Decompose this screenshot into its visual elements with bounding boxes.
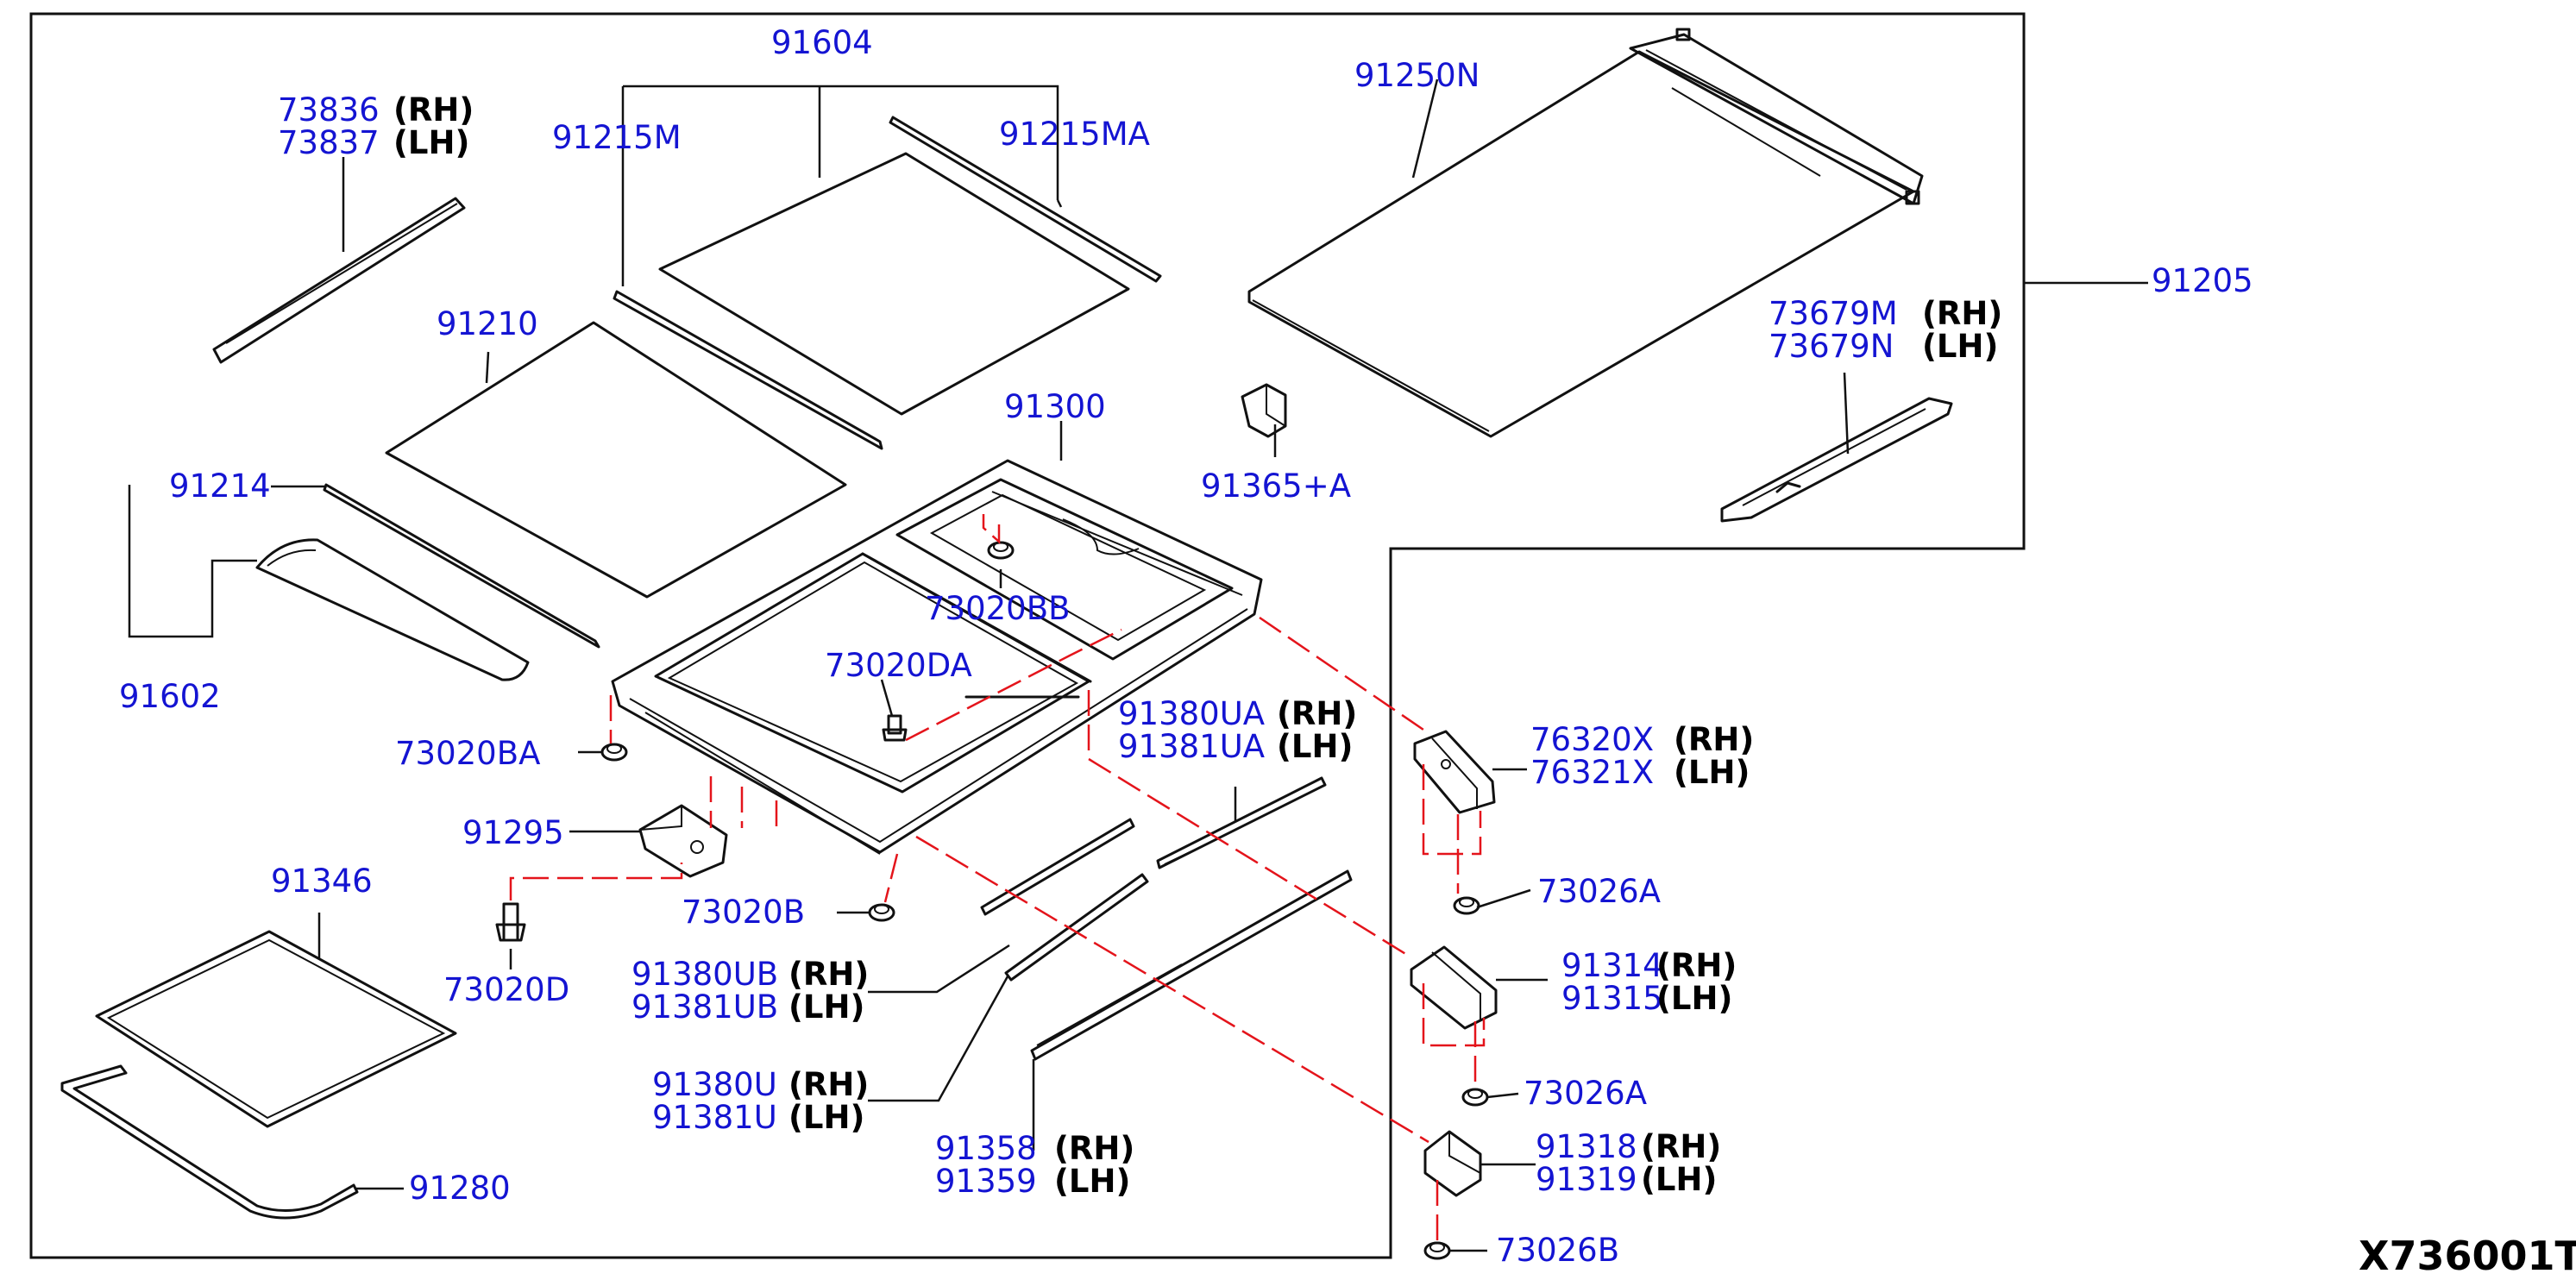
label-91215ma: 91215MA: [999, 116, 1150, 153]
bolt-73020da: [882, 714, 908, 742]
diagram-frame: [29, 12, 2026, 1259]
label-76321x-side: (LH): [1674, 754, 1750, 791]
label-73026a-upper: 73026A: [1537, 873, 1661, 910]
deflector-91602: [255, 538, 530, 681]
label-91380ub-side: (RH): [789, 956, 869, 993]
label-73679n: 73679N: [1769, 328, 1894, 365]
label-91346: 91346: [271, 863, 373, 900]
label-91359-side: (LH): [1054, 1163, 1130, 1200]
nut-73020bb: [987, 541, 1015, 560]
label-73026b: 73026B: [1496, 1232, 1619, 1269]
seal-91380u-91381u: [1004, 873, 1149, 982]
assembly-guides: [509, 514, 1486, 1240]
label-73020ba: 73020BA: [395, 735, 540, 772]
label-91215m: 91215M: [552, 119, 682, 156]
nut-73020b: [868, 903, 895, 922]
sunshade-91250n: [1247, 28, 1924, 438]
label-91604: 91604: [771, 24, 873, 61]
label-91365a: 91365+A: [1201, 467, 1351, 505]
leader-lines: [128, 78, 2148, 1252]
label-73679n-side: (LH): [1922, 328, 1998, 365]
label-91381u: 91381U: [652, 1099, 777, 1136]
label-76321x: 76321X: [1530, 754, 1654, 791]
bolt-73020d: [495, 902, 526, 942]
label-73836: 73836: [278, 91, 380, 129]
label-91381ua-side: (LH): [1277, 728, 1353, 765]
label-91319-side: (LH): [1641, 1161, 1717, 1198]
label-91250n: 91250N: [1354, 57, 1480, 94]
part-labels: 91604 91215M 91215MA 73836 (RH) 73837 (L…: [119, 24, 2576, 1279]
label-91602: 91602: [119, 678, 221, 715]
seal-91380ua-91381ua: [1156, 776, 1327, 869]
label-91315-side: (LH): [1656, 980, 1732, 1017]
nut-73020ba: [600, 743, 628, 762]
label-73020b: 73020B: [682, 894, 805, 931]
label-91280: 91280: [409, 1170, 511, 1207]
moulding-73836-73837: [212, 197, 466, 364]
label-91319: 91319: [1536, 1161, 1637, 1198]
label-91380ua-side: (RH): [1277, 695, 1357, 732]
bracket-91314-91315: [1410, 945, 1498, 1030]
label-73020d: 73020D: [443, 971, 569, 1008]
label-73026a-lower: 73026A: [1524, 1075, 1647, 1112]
rail-73679m-73679n: [1720, 397, 1953, 523]
label-73837-side: (LH): [393, 124, 469, 161]
label-73020da: 73020DA: [825, 647, 972, 684]
label-91314-side: (RH): [1656, 947, 1737, 984]
seal-91214: [323, 483, 600, 649]
diagram-code: X736001T: [2359, 1233, 2576, 1279]
label-91214: 91214: [169, 467, 271, 505]
label-91358-side: (RH): [1054, 1130, 1134, 1167]
label-91380u-side: (RH): [789, 1066, 869, 1103]
label-76320x-side: (RH): [1674, 721, 1754, 758]
label-91380ub: 91380UB: [631, 956, 778, 993]
label-73836-side: (RH): [393, 91, 474, 129]
label-73679m-side: (RH): [1922, 295, 2002, 332]
label-91318-side: (RH): [1641, 1128, 1721, 1165]
label-91358: 91358: [935, 1130, 1037, 1167]
glass-panel-91604: [658, 152, 1130, 416]
nut-73026b: [1423, 1241, 1451, 1260]
label-91381ub: 91381UB: [631, 988, 778, 1026]
label-91318: 91318: [1536, 1128, 1637, 1165]
label-91359: 91359: [935, 1163, 1037, 1200]
weatherstrip-91346: [95, 930, 457, 1128]
drain-tube-91280: [60, 1064, 359, 1220]
label-91300: 91300: [1004, 388, 1106, 425]
label-73679m: 73679M: [1769, 295, 1898, 332]
label-91295: 91295: [462, 814, 564, 851]
bracket-91318-91319: [1423, 1130, 1482, 1197]
clip-91365a: [1241, 383, 1287, 438]
label-91315: 91315: [1561, 980, 1663, 1017]
label-91380u: 91380U: [652, 1066, 777, 1103]
label-91210: 91210: [437, 305, 538, 342]
seal-91215ma: [889, 116, 1162, 283]
label-76320x: 76320X: [1530, 721, 1654, 758]
label-73020bb: 73020BB: [925, 590, 1070, 627]
bracket-76320x-76321x: [1413, 730, 1496, 814]
label-91380ua: 91380UA: [1118, 695, 1265, 732]
nut-73026a-upper: [1453, 896, 1480, 915]
label-91205: 91205: [2152, 262, 2253, 299]
label-91381ua: 91381UA: [1118, 728, 1265, 765]
seal-91215m: [613, 290, 883, 450]
seal-91358-91359: [1030, 869, 1353, 1061]
roof-frame-91300: [611, 459, 1263, 855]
label-91314: 91314: [1561, 947, 1663, 984]
nut-73026a-lower: [1461, 1088, 1489, 1107]
label-73837: 73837: [278, 124, 380, 161]
seal-91380ub-91381ub: [980, 818, 1135, 916]
glass-panel-91210: [385, 321, 847, 599]
label-91381u-side: (LH): [789, 1099, 864, 1136]
label-91381ub-side: (LH): [789, 988, 864, 1026]
motor-91295: [638, 804, 728, 878]
